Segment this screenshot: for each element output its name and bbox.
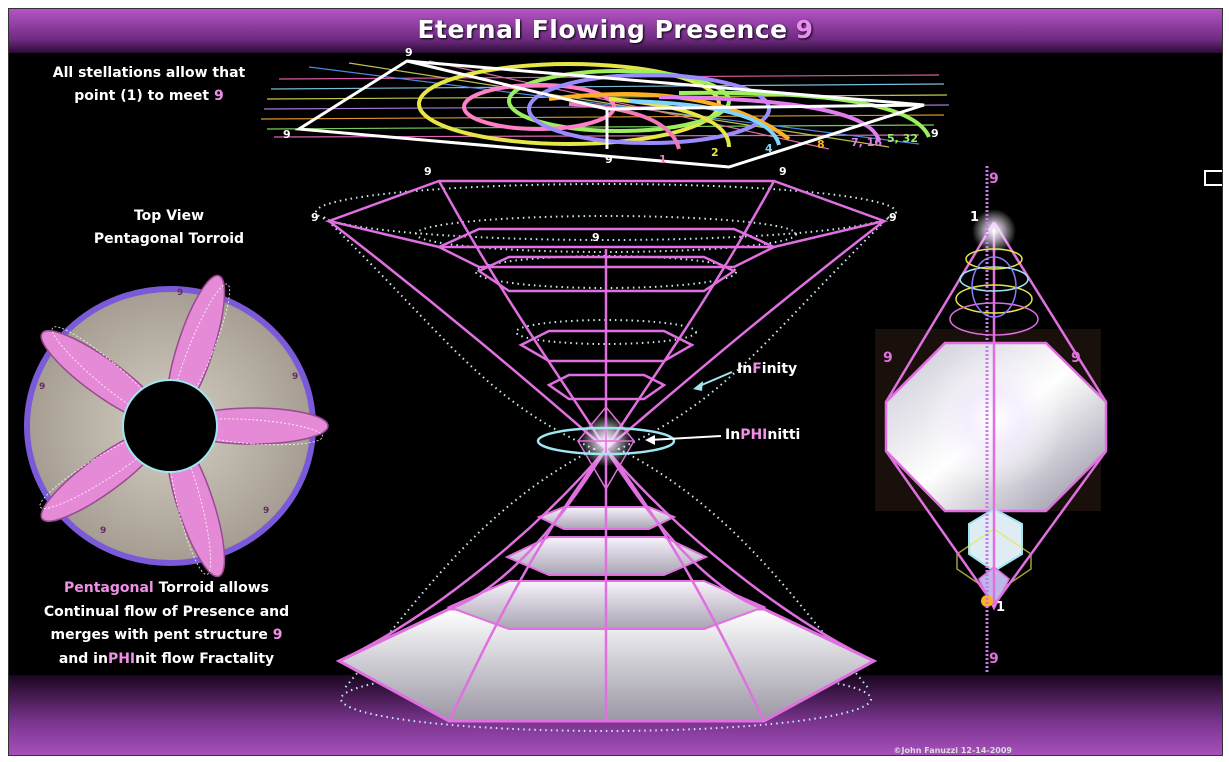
stellations-note: All stellations allow that point (1) to … — [29, 62, 269, 108]
bottom-line1: Pentagonal Torroid allows — [64, 580, 269, 596]
petal-nine-1: 9 — [177, 288, 183, 298]
top-spiral-plane: 9 9 9 9 1 2 4 8 7, 16 5, 32 — [249, 46, 1009, 172]
spiral-label-7-16: 7, 16 — [851, 136, 882, 149]
plane-nine-3: 9 — [605, 153, 613, 166]
torus-nine-5: 9 — [592, 231, 600, 244]
central-torus: 9 9 9 9 9 — [311, 165, 897, 732]
torus-nine-3: 9 — [311, 211, 319, 224]
inphinitti-label: InPHInitti — [725, 427, 801, 443]
bipyramid-one-top: 1 — [970, 210, 979, 225]
title-text: Eternal Flowing Presence — [417, 15, 788, 44]
plane-nine-1: 9 — [405, 46, 413, 59]
spiral-label-5-32: 5, 32 — [887, 132, 918, 145]
spiral-label-8: 8 — [817, 138, 825, 151]
top-view-line2: Pentagonal Torroid — [93, 231, 245, 247]
bottom-caption: Pentagonal Torroid allows Continual flow… — [14, 577, 319, 671]
copyright: ©John Fanuzzi 12-14-2009 — [893, 746, 1012, 755]
spiral-label-2: 2 — [711, 146, 719, 159]
bottom-line4: and inPHInit flow Fractality — [58, 650, 275, 667]
top-view-line1: Top View — [133, 208, 205, 224]
petal-nine-3: 9 — [39, 382, 45, 392]
infinity-label: InFinity — [737, 361, 798, 377]
bottom-line3: merges with pent structure 9 — [50, 627, 283, 643]
top-view-torroid: 9 9 9 9 9 — [24, 274, 329, 578]
bipyramid-nine-top: 9 — [989, 171, 999, 187]
bottom-line2: Continual flow of Presence and — [43, 603, 290, 620]
stellations-line1: All stellations allow that — [52, 65, 246, 81]
bipyramid-nine-left: 9 — [883, 350, 893, 366]
title-bar — [9, 9, 1222, 53]
right-bipyramid: 9 9 9 9 1 1 — [875, 166, 1222, 672]
petal-nine-4: 9 — [263, 506, 269, 516]
torus-nine-4: 9 — [889, 211, 897, 224]
stellations-line2: point (1) to meet 9 — [74, 88, 224, 104]
diagram-graphics: 9 9 9 9 1 2 4 8 7, 16 5, 32 — [24, 46, 1222, 732]
plane-nine-4: 9 — [931, 127, 939, 140]
torus-nine-1: 9 — [424, 165, 432, 178]
top-view-caption: Top View Pentagonal Torroid — [64, 205, 274, 251]
spiral-label-1: 1 — [659, 153, 667, 166]
bipyramid-nine-right: 9 — [1071, 350, 1081, 366]
plane-nine-2: 9 — [283, 128, 291, 141]
torus-nine-2: 9 — [779, 165, 787, 178]
title-number: 9 — [795, 15, 814, 44]
petal-nine-2: 9 — [292, 372, 298, 382]
bipyramid-one-bottom: 1 — [996, 600, 1005, 615]
bipyramid-nine-bottom: 9 — [989, 651, 999, 667]
spiral-label-4: 4 — [765, 142, 773, 155]
petal-nine-5: 9 — [100, 526, 106, 536]
